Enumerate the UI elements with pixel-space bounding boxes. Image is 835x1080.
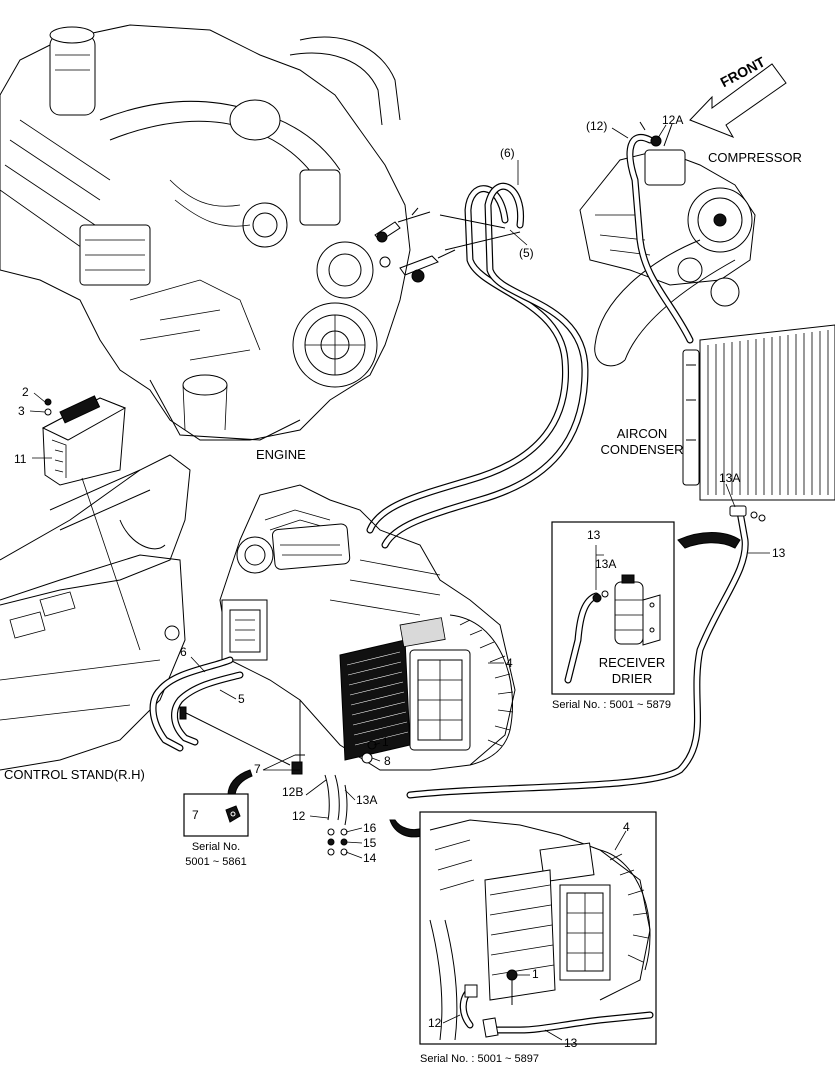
callout-12-inset: 12: [428, 1016, 442, 1030]
front-arrow: [689, 63, 787, 138]
compressor-label: COMPRESSOR: [708, 150, 802, 165]
callout-5-paren: (5): [519, 246, 534, 260]
clip-inset-serial-line2: 5001 ~ 5861: [185, 856, 247, 868]
leader-lines: [29, 124, 770, 1041]
clip-inset-callout-7: 7: [192, 808, 199, 822]
receiver-drier-inset-art: [551, 521, 675, 695]
receiver-inset-callout-13a: 13A: [595, 557, 617, 571]
callout-6-paren: (6): [500, 146, 515, 160]
heater-inset-serial: Serial No. : 5001 ~ 5897: [420, 1053, 539, 1065]
heater-unit-illustration: [219, 484, 516, 775]
drain-hose-parts: [227, 769, 426, 856]
callout-12-paren: (12): [586, 119, 608, 133]
callout-3: 3: [18, 404, 25, 418]
callout-4-main: 4: [506, 656, 513, 670]
control-stand-illustration: [0, 454, 191, 771]
engine-label: ENGINE: [256, 447, 306, 462]
callout-4-inset: 4: [623, 820, 630, 834]
callout-13a-right: 13A: [719, 471, 741, 485]
clip-inset-serial-line1: Serial No.: [191, 841, 241, 853]
receiver-label-line1: RECEIVER: [598, 655, 666, 670]
callout-6: 6: [180, 645, 187, 659]
callout-2: 2: [22, 385, 29, 399]
clip-inset-art: [183, 793, 249, 837]
callout-12a-top: 12A: [662, 113, 684, 127]
callout-7-main: 7: [254, 762, 261, 776]
control-stand-label: CONTROL STAND(R.H): [4, 767, 145, 782]
hose-assembly-5-6: [366, 182, 589, 549]
callout-8: 8: [384, 754, 391, 768]
callout-15: 15: [363, 836, 377, 850]
callout-1-main: 1: [382, 735, 389, 749]
lower-hoses-5-6: [149, 656, 291, 766]
heater-inset-art: [419, 811, 657, 1045]
callout-16: 16: [363, 821, 377, 835]
callout-1-inset: 1: [532, 967, 539, 981]
aircon-condenser-illustration: [406, 324, 835, 799]
callout-5: 5: [238, 692, 245, 706]
callout-14: 14: [363, 851, 377, 865]
drier-label-line2: DRIER: [611, 671, 653, 686]
engine-illustration: [0, 24, 456, 441]
condenser-label-line2: CONDENSER: [600, 442, 684, 457]
callout-13-right: 13: [772, 546, 786, 560]
compressor-illustration: [579, 121, 756, 367]
callout-13a-main: 13A: [356, 793, 378, 807]
callout-12-main: 12: [292, 809, 306, 823]
callout-11: 11: [14, 452, 27, 466]
receiver-inset-serial: Serial No. : 5001 ~ 5879: [552, 699, 671, 711]
control-panel-illustration: [41, 395, 127, 486]
aircon-label-line1: AIRCON: [616, 426, 668, 441]
receiver-inset-callout-13: 13: [587, 528, 601, 542]
callout-13-inset: 13: [564, 1036, 578, 1050]
callout-12b: 12B: [282, 785, 304, 799]
